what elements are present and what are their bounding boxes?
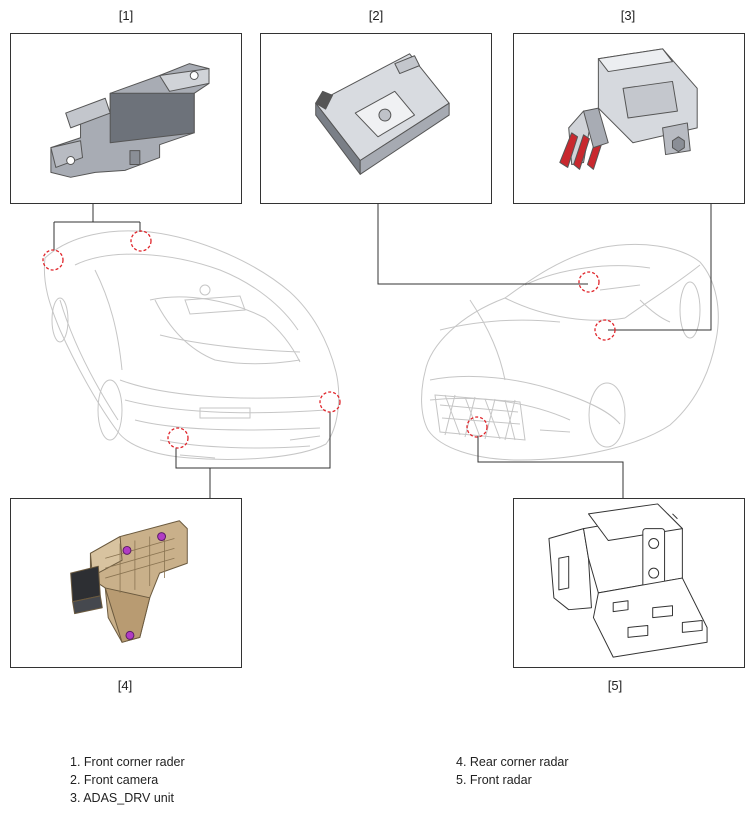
detail-box-3 <box>513 33 745 204</box>
marker-rear-corner-radar-left <box>167 427 189 449</box>
label-4: [4] <box>117 678 133 693</box>
legend-item-4: 4. Rear corner radar <box>456 755 569 769</box>
detail-box-4 <box>10 498 242 668</box>
marker-front-corner-radar-left <box>42 249 64 271</box>
legend-item-5: 5. Front radar <box>456 773 532 787</box>
marker-rear-corner-radar-right <box>319 391 341 413</box>
marker-front-camera <box>578 271 600 293</box>
leader-lines <box>53 203 712 500</box>
legend-right: 4. Rear corner radar 5. Front radar <box>456 753 569 789</box>
detail-box-5 <box>513 498 745 668</box>
location-markers <box>42 230 616 449</box>
adas-drv-unit-image <box>559 48 698 170</box>
front-radar-bracket-image <box>548 503 708 658</box>
label-2: [2] <box>368 8 384 23</box>
front-camera-bracket-image <box>315 53 450 175</box>
rear-corner-radar-bracket-image <box>70 520 188 643</box>
legend-item-2: 2. Front camera <box>70 773 159 787</box>
marker-adas-drv-unit <box>594 319 616 341</box>
marker-front-corner-radar-right <box>130 230 152 252</box>
legend-item-3: 3. ADAS_DRV unit <box>70 791 174 805</box>
label-3: [3] <box>620 8 636 23</box>
label-5: [5] <box>607 678 623 693</box>
detail-box-1 <box>10 33 242 204</box>
front-corner-radar-bracket-image <box>50 63 210 178</box>
legend-item-1: 1. Front corner rader <box>70 755 185 769</box>
rear-car-illustration <box>43 230 340 460</box>
label-1: [1] <box>118 8 134 23</box>
front-car-illustration <box>421 243 719 461</box>
detail-box-2 <box>260 33 492 204</box>
legend-left: 1. Front corner rader 2. Front camera 3.… <box>70 753 185 807</box>
marker-front-radar <box>466 416 488 438</box>
